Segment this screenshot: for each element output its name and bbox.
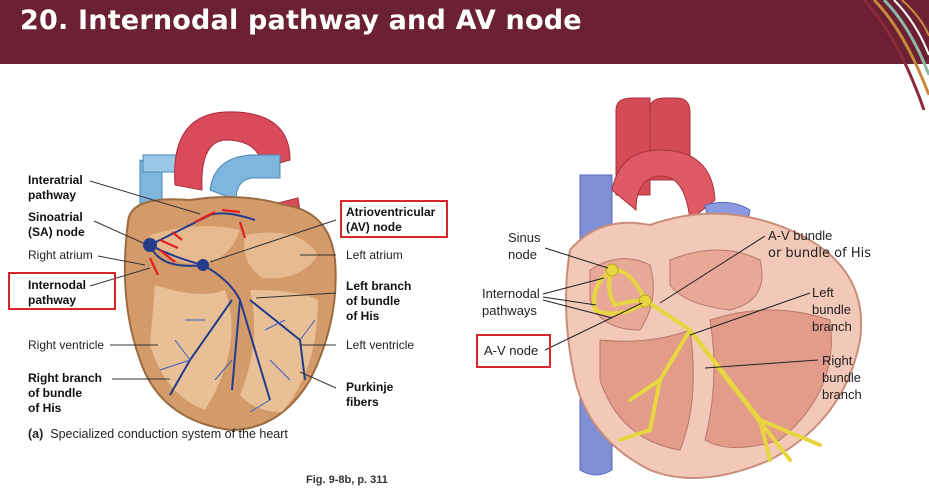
label-line: Right: [822, 353, 853, 368]
label-line: node: [508, 247, 537, 262]
label-line: Internodal: [28, 278, 87, 292]
label-line: (SA) node: [28, 225, 85, 239]
highlight-box-av-node: [340, 200, 448, 238]
corner-decoration: [862, 0, 929, 110]
label-left-atrium: Left atrium: [346, 248, 403, 262]
label-line: of His: [28, 401, 62, 415]
label-purkinje-fibers: Purkinje fibers: [346, 380, 393, 410]
label-line: fibers: [346, 395, 379, 409]
label-left-bundle-branch: Left bundle branch: [812, 284, 852, 335]
label-right-atrium: Right atrium: [28, 248, 93, 262]
label-line: bundle: [812, 302, 852, 317]
label-av-bundle: A-V bundle or bundle of His: [768, 227, 871, 262]
label-right-ventricle: Right ventricle: [28, 338, 105, 352]
label-internodal-pathway: Internodal pathway: [28, 278, 86, 308]
highlight-box-internodal-pathway: [8, 272, 116, 310]
label-line: (AV) node: [346, 220, 402, 234]
label-line: Sinus: [508, 230, 541, 245]
label-sinus-node: Sinus node: [508, 229, 541, 263]
figure-reference: Fig. 9-8b, p. 311: [306, 474, 388, 486]
label-left-branch-bundle-of-his: Left branch of bundle of His: [346, 279, 411, 324]
label-line: Interatrial: [28, 173, 83, 187]
label-line: Internodal: [482, 286, 540, 301]
label-line: bundle: [822, 370, 862, 385]
label-right-bundle-branch: Right bundle branch: [822, 352, 862, 403]
label-interatrial-pathway: Interatrial pathway: [28, 173, 83, 203]
label-sa-node: Sinoatrial (SA) node: [28, 210, 85, 240]
label-line: of bundle: [346, 294, 400, 308]
label-line: Atrioventricular: [346, 205, 436, 219]
highlight-box-av-node-right: [476, 334, 551, 368]
label-line: of bundle: [28, 386, 82, 400]
label-line: pathway: [28, 188, 77, 202]
label-line: branch: [822, 387, 862, 402]
slide-title: 20. Internodal pathway and AV node: [20, 5, 582, 36]
figure-caption: (a) Specialized conduction system of the…: [28, 427, 288, 441]
label-line: of His: [346, 309, 380, 323]
label-right-branch-bundle-of-his: Right branch of bundle of His: [28, 371, 102, 416]
label-av-node-right: A-V node: [484, 343, 539, 358]
caption-text: Specialized conduction system of the hea…: [50, 427, 288, 441]
label-line: Right branch: [28, 371, 102, 385]
label-line: pathways: [482, 303, 537, 318]
label-line: Sinoatrial: [28, 210, 83, 224]
label-left-ventricle: Left ventricle: [346, 338, 415, 352]
label-line: or bundle of His: [768, 246, 871, 261]
label-line: branch: [812, 319, 852, 334]
label-internodal-pathways: Internodal pathways: [482, 285, 540, 319]
label-line: Left: [812, 285, 834, 300]
label-line: Purkinje: [346, 380, 394, 394]
title-bar: 20. Internodal pathway and AV node: [0, 0, 929, 64]
label-atrioventricular-node: Atrioventricular (AV) node: [346, 205, 435, 235]
caption-tag: (a): [28, 427, 44, 441]
label-line: A-V bundle: [768, 228, 833, 243]
label-line: Left branch: [346, 279, 412, 293]
label-line: pathway: [28, 293, 77, 307]
